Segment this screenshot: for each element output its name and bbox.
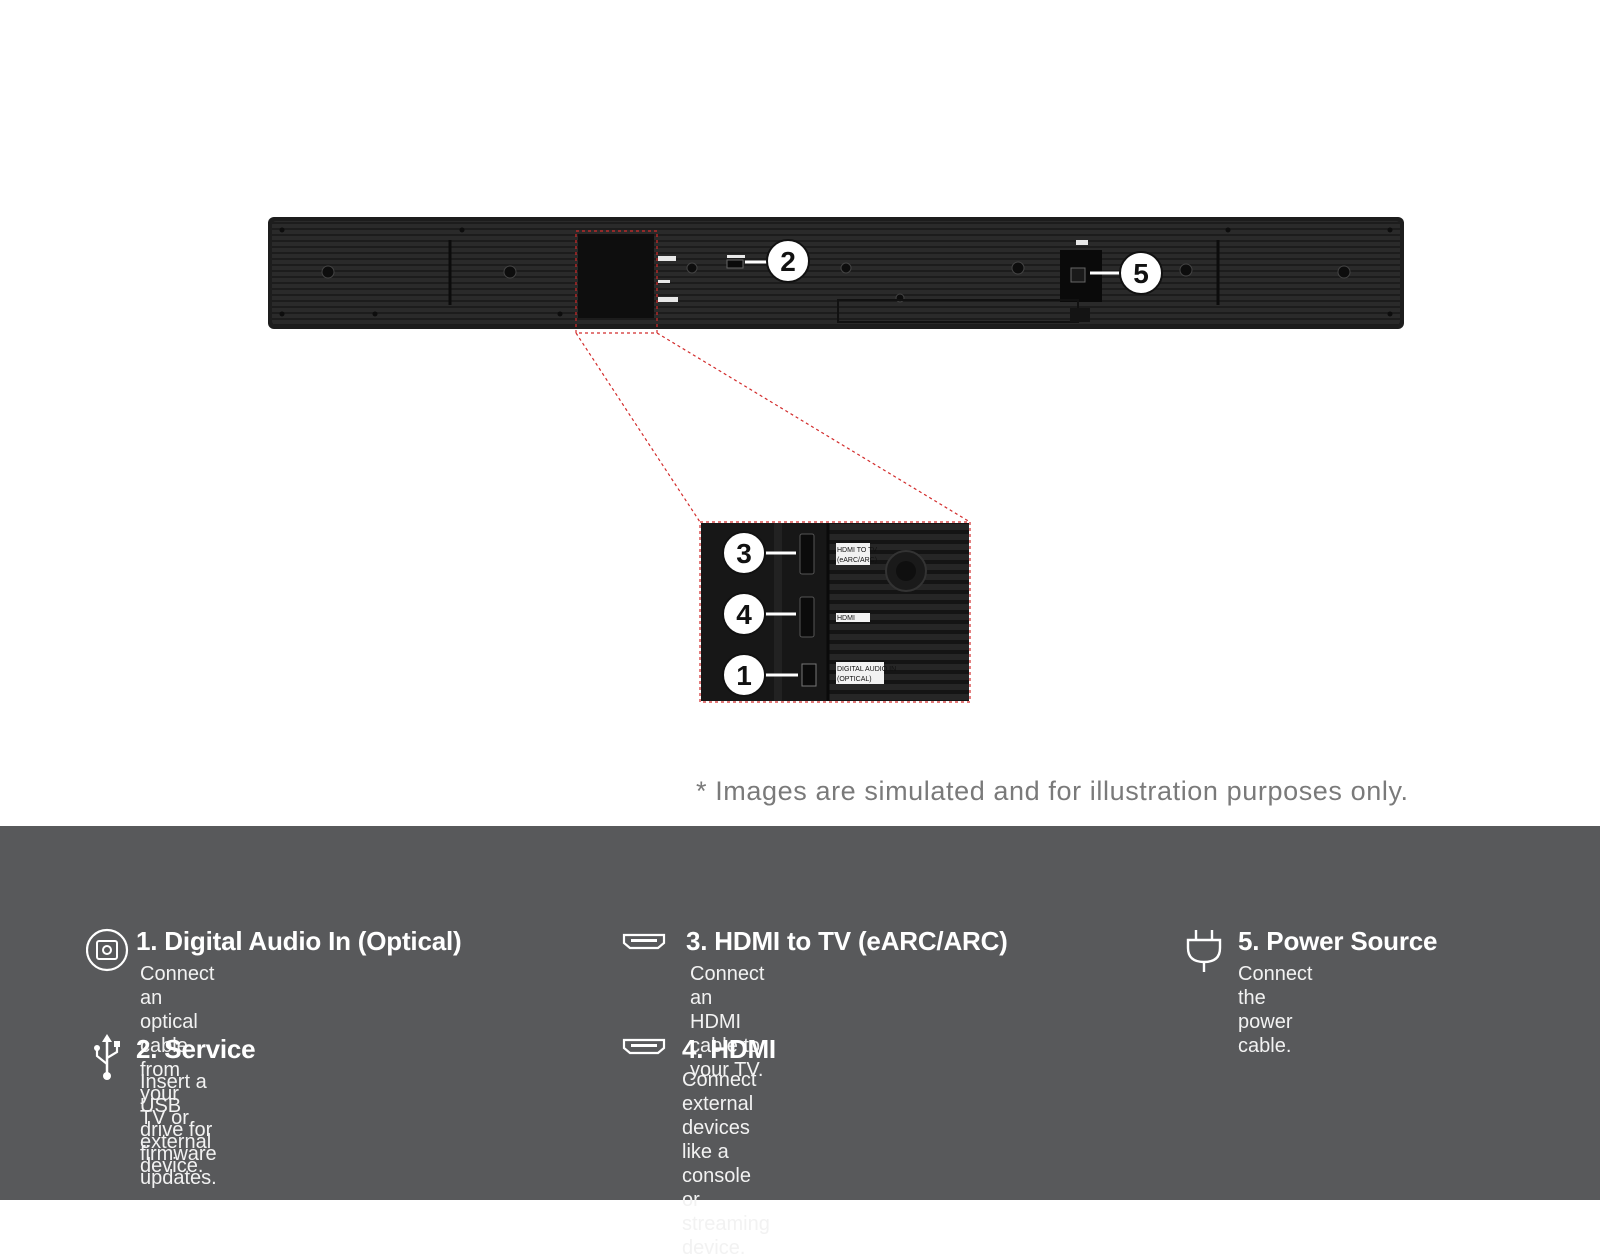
legend-title-hdmi-tv: 3. HDMI to TV (eARC/ARC) <box>686 926 1008 956</box>
optical-port-label-2: (OPTICAL) <box>837 676 872 683</box>
legend-title-service: 2. Service <box>136 1034 256 1064</box>
callout-1-number: 1 <box>736 660 752 691</box>
callout-1: 1 <box>722 653 798 697</box>
hdmi-port-icon <box>622 1038 666 1055</box>
legend-desc-optical: Connect an optical cable from your TV or… <box>140 963 215 1177</box>
hdmi-tv-port <box>799 533 815 575</box>
legend-title-optical: 1. Digital Audio In (Optical) <box>136 926 462 956</box>
legend-desc-hdmi: Connect external devices like a console … <box>682 1069 770 1259</box>
callout-4-number: 4 <box>736 599 752 630</box>
hdmi-tv-port-label-1: HDMI TO TV <box>837 547 877 554</box>
soundbar-rear-diagram: HDMI TO TV (eARC/ARC) HDMI DIGITAL AUDIO… <box>268 217 1404 703</box>
hdmi-port-label: HDMI <box>837 615 855 622</box>
hdmi-port-icon <box>622 933 666 950</box>
callout-2-number: 2 <box>780 246 796 277</box>
callout-2: 2 <box>745 239 810 283</box>
hdmi-port <box>799 596 815 638</box>
usb-service-port <box>726 259 744 269</box>
callout-5-number: 5 <box>1133 258 1149 289</box>
zoom-indicator <box>575 230 971 703</box>
legend-title-power: 5. Power Source <box>1238 926 1438 956</box>
optical-port <box>801 663 817 687</box>
callout-4: 4 <box>722 592 796 636</box>
callout-3-number: 3 <box>736 538 752 569</box>
disclaimer-text: * Images are simulated and for illustrat… <box>696 776 1409 806</box>
product-illustration: HDMI TO TV (eARC/ARC) HDMI DIGITAL AUDIO… <box>268 217 1409 806</box>
legend-desc-service: Insert a USB drive for firmware updates. <box>140 1071 217 1189</box>
callout-3: 3 <box>722 531 796 575</box>
usb-icon <box>94 1034 120 1080</box>
legend-desc-power: Connect the power cable. <box>1238 963 1313 1057</box>
legend-title-hdmi: 4. HDMI <box>682 1034 776 1064</box>
power-plug-icon <box>1186 930 1222 972</box>
legend-desc-hdmi-tv: Connect an HDMI cable to your TV. <box>690 963 765 1081</box>
soundbar-body <box>268 217 1404 329</box>
port-legend: 1. Digital Audio In (Optical) Connect an… <box>0 826 1600 1259</box>
callout-5: 5 <box>1090 251 1163 295</box>
optical-port-icon <box>86 928 129 972</box>
optical-port-label-1: DIGITAL AUDIO IN <box>837 666 896 673</box>
hdmi-tv-port-label-2: (eARC/ARC) <box>837 557 877 564</box>
port-recess <box>578 234 654 318</box>
